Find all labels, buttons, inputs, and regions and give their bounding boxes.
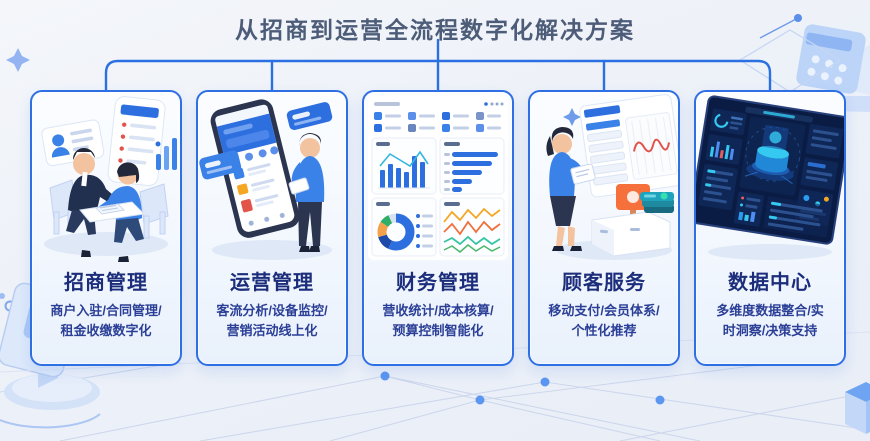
card-customer-service: 顾客服务 移动支付/会员体系/ 个性化推荐 [528, 90, 680, 366]
id-card-icon [41, 119, 105, 167]
horizontal-bars-panel [439, 137, 505, 195]
service-counter-illustration [530, 92, 678, 264]
solution-cards-row: 招商管理 商户入驻/合同管理/ 租金收缴数字化 [30, 90, 846, 366]
ring-decoration [4, 300, 16, 312]
big-screen [696, 95, 844, 245]
counter [591, 211, 671, 257]
meeting-contract-illustration [32, 92, 180, 264]
bar-chart-panel [371, 137, 437, 195]
mobile-app-illustration [198, 92, 346, 264]
standing-person [288, 133, 325, 252]
dashboard-header-title [374, 102, 400, 106]
floating-banner-top-right [286, 102, 333, 131]
card-desc-finance: 营收统计/成本核算/ 预算控制智能化 [382, 303, 494, 339]
screen-bottom-panels [733, 191, 832, 238]
charts-dashboard-illustration [364, 92, 512, 264]
dashboard-header-dots [484, 102, 504, 106]
hologram-cylinder [739, 116, 806, 196]
cube-decoration-bottom-right [845, 382, 870, 434]
card-operations: 运营管理 客流分析/设备监控/ 营销活动线上化 [196, 90, 348, 366]
dot-decoration [0, 293, 5, 299]
sparkle-icon [563, 108, 581, 126]
card-desc-datacenter: 多维度数据整合/实 时洞察/决策支持 [716, 303, 824, 339]
card-desc-customer: 移动支付/会员体系/ 个性化推荐 [548, 303, 660, 339]
table [79, 201, 146, 223]
person-left [66, 147, 120, 257]
page-title: 从招商到运营全流程数字化解决方案 [235, 17, 635, 43]
card-title-investment: 招商管理 [64, 272, 148, 294]
card-title-finance: 财务管理 [396, 272, 480, 294]
card-title-customer: 顾客服务 [562, 272, 646, 294]
card-title-operations: 运营管理 [230, 272, 314, 294]
bar-chart-icon [155, 138, 177, 170]
card-desc-investment: 商户入驻/合同管理/ 租金收缴数字化 [50, 303, 162, 339]
floor-shadow [708, 244, 832, 260]
screen-left-panels [698, 108, 747, 211]
floating-banner-left [199, 150, 242, 180]
card-finance: 财务管理 营收统计/成本核算/ 预算控制智能化 [362, 90, 514, 366]
card-investment: 招商管理 商户入驻/合同管理/ 租金收缴数字化 [30, 90, 182, 366]
shortcut-icons [374, 112, 501, 132]
contract-document-icon [107, 96, 166, 187]
line-chart-panel [439, 197, 505, 257]
phone-mockup [210, 99, 300, 238]
service-person [546, 127, 596, 251]
floor-grid-dots [380, 371, 665, 405]
floor-grid-lines [0, 361, 870, 441]
donut-chart-panel [371, 197, 437, 257]
wall-dashboard [579, 94, 678, 198]
card-reader-stack [640, 192, 674, 213]
card-desc-operations: 客流分析/设备监控/ 营销活动线上化 [216, 303, 328, 339]
card-datacenter: 数据中心 多维度数据整合/实 时洞察/决策支持 [694, 90, 846, 366]
donut-legend [416, 214, 433, 248]
card-title-datacenter: 数据中心 [728, 272, 812, 294]
big-data-screen-illustration [696, 92, 844, 264]
